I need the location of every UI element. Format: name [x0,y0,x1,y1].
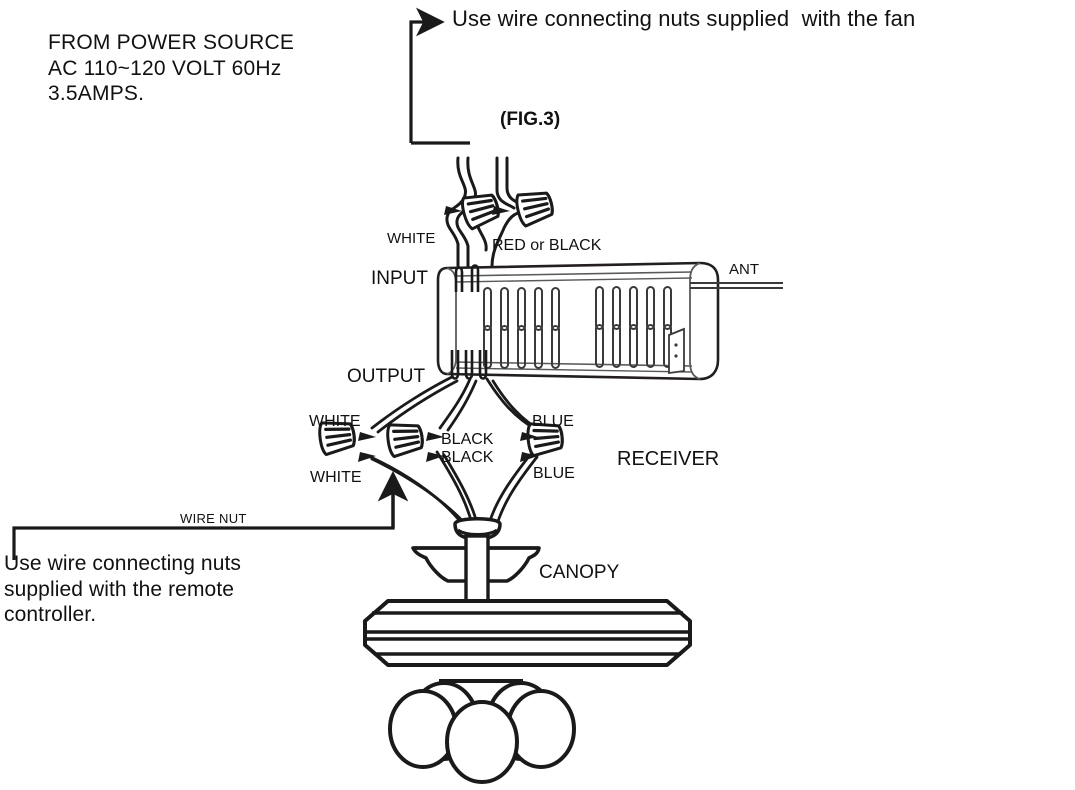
top-callout-bracket [409,7,470,145]
receiver-box [436,261,783,381]
label-wire-nut: WIRE NUT [180,511,247,526]
label-output-black-lower: BLACK [441,449,494,466]
label-receiver: RECEIVER [617,448,720,470]
top-note-fan-nuts: Use wire connecting nuts supplied with t… [452,6,916,31]
label-canopy: CANOPY [539,562,620,583]
wire-nut-output-black [384,419,426,459]
antenna-wire [690,282,783,289]
light-globes [388,681,576,784]
wire-nut-input-hot [512,186,557,229]
label-output-black-upper: BLACK [441,431,494,448]
power-source-note: FROM POWER SOURCE AC 110~120 VOLT 60Hz 3… [48,31,295,106]
label-input-red-black: RED or BLACK [492,237,602,254]
label-output-white-lower: WHITE [310,469,362,486]
dip-switch-block [668,327,685,375]
label-output: OUTPUT [347,366,426,387]
label-antenna: ANT [729,261,759,278]
label-input: INPUT [371,268,428,289]
figure-label: (FIG.3) [500,109,561,130]
label-input-white: WHITE [387,230,436,247]
label-output-white-upper: WHITE [309,413,361,430]
bottom-note-remote-nuts: Use wire connecting nuts supplied with t… [4,552,242,627]
label-output-blue-lower: BLUE [533,465,575,482]
label-output-blue-upper: BLUE [532,413,574,430]
input-terminals [454,264,480,292]
vent-slots [483,286,672,369]
fan-assembly [363,517,692,784]
wire-entry-arrows [358,206,538,462]
wire-nut-callout [12,470,409,560]
